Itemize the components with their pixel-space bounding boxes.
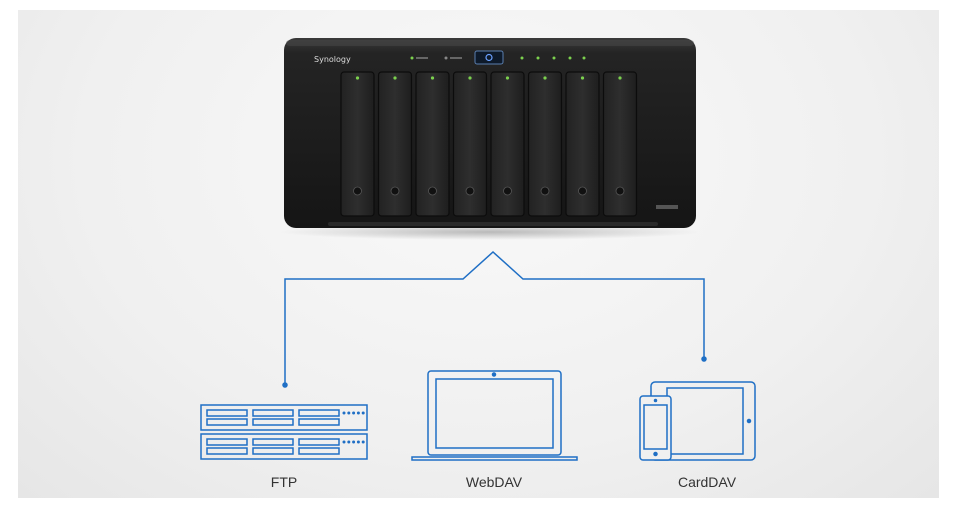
rack-status-dot xyxy=(347,440,351,444)
rack-drive-slot xyxy=(252,447,294,455)
rack-drive-slot xyxy=(298,447,340,455)
ftp-connector-dot xyxy=(282,382,288,388)
tablet-phone-icon xyxy=(639,381,756,461)
drive-bay-lock-icon xyxy=(540,186,550,196)
rack-drive-slot xyxy=(206,409,248,417)
drive-bay-lock-icon xyxy=(578,186,587,196)
carddav-label: CardDAV xyxy=(677,474,737,490)
diagram-stage: Synology xyxy=(18,10,939,498)
drive-bay-led xyxy=(618,76,622,80)
rack-drive-slot xyxy=(206,438,248,446)
laptop-icon xyxy=(411,370,578,461)
rack-drive-slot xyxy=(252,418,294,426)
drive-bay xyxy=(527,71,563,217)
drive-bay xyxy=(452,71,488,217)
server-rack-icon xyxy=(200,404,368,460)
rack-drive-slot xyxy=(298,438,340,446)
drive-bay-led xyxy=(355,76,360,80)
nas-brand-logo: Synology xyxy=(314,55,351,64)
rack-drive-slot xyxy=(252,438,294,446)
webdav-label: WebDAV xyxy=(465,474,523,490)
drive-bay-led xyxy=(468,76,472,80)
rack-drive-slot xyxy=(298,418,340,426)
nas-status-lights xyxy=(410,56,586,60)
rack-status-dot xyxy=(356,440,360,444)
rack-status-dot xyxy=(361,411,365,415)
nas-model-plate xyxy=(656,205,678,209)
rack-status-dot xyxy=(361,440,365,444)
drive-bay-led xyxy=(393,76,397,80)
rack-status-dot xyxy=(342,440,346,444)
drive-bays xyxy=(340,71,638,217)
rack-drive-slot xyxy=(252,409,294,417)
rack-status-dot xyxy=(352,411,356,415)
rack-status-dot xyxy=(347,411,351,415)
ftp-label: FTP xyxy=(270,474,298,490)
drive-bay xyxy=(602,71,638,217)
protocol-diagram: Synology xyxy=(200,38,756,461)
nas-device: Synology xyxy=(279,38,699,240)
drive-bay-lock-icon xyxy=(390,186,400,196)
carddav-connector-dot xyxy=(701,356,707,362)
rack-status-dot xyxy=(352,440,356,444)
drive-bay xyxy=(565,71,600,217)
drive-bay-led xyxy=(543,76,547,80)
drive-bay-led xyxy=(430,76,435,80)
rack-drive-slot xyxy=(298,409,340,417)
drive-bay-led xyxy=(580,76,585,80)
drive-bay-led xyxy=(505,76,510,80)
drive-bay xyxy=(490,71,525,217)
connector-lines xyxy=(282,250,707,388)
connector-path xyxy=(284,250,705,385)
drive-bay xyxy=(340,71,375,217)
rack-drive-slot xyxy=(206,447,248,455)
drive-bay-lock-icon xyxy=(428,186,437,196)
drive-bay-lock-icon xyxy=(353,186,362,196)
drive-bay-lock-icon xyxy=(503,186,512,196)
drive-bay-lock-icon xyxy=(465,186,475,196)
nas-power-display xyxy=(474,50,504,65)
drive-bay xyxy=(415,71,450,217)
rack-drive-slot xyxy=(206,418,248,426)
rack-status-dot xyxy=(356,411,360,415)
drive-bay xyxy=(377,71,413,217)
rack-status-dot xyxy=(342,411,346,415)
drive-bay-lock-icon xyxy=(615,186,625,196)
